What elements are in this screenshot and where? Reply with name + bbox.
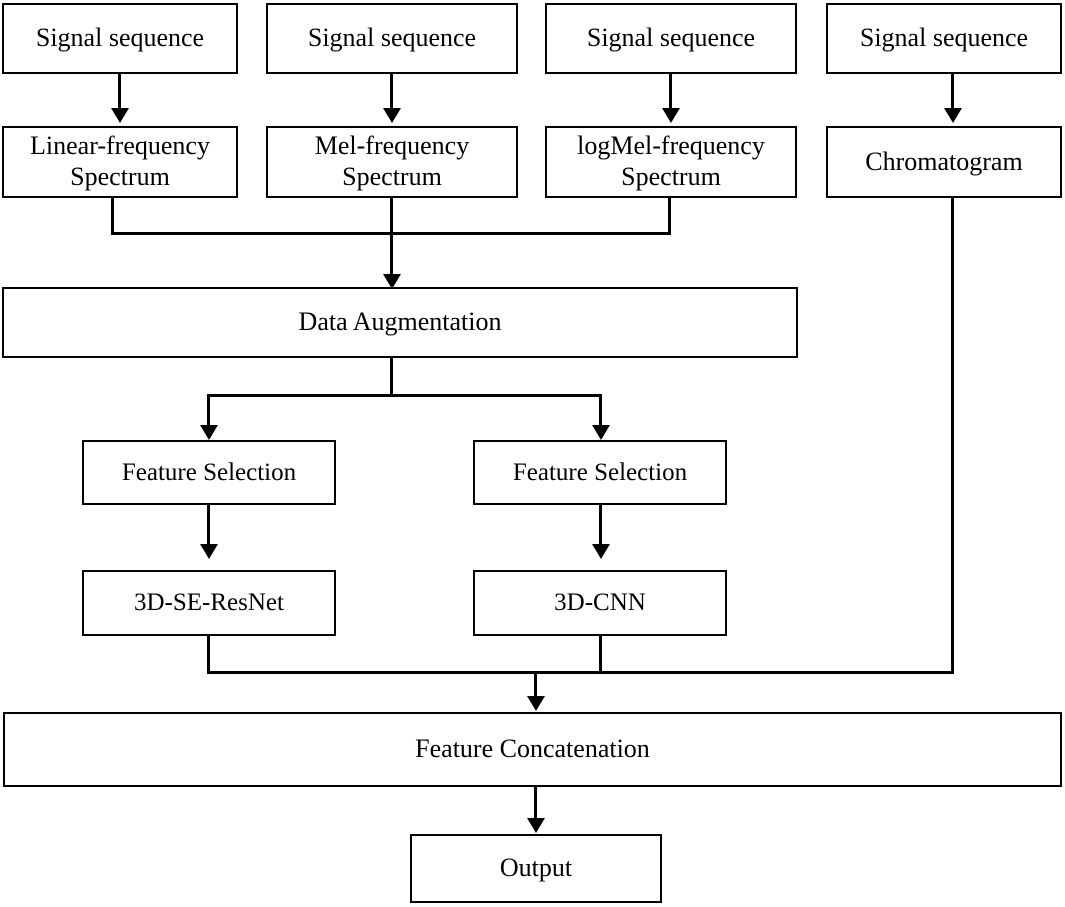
connector-chromatogram-bypass — [951, 198, 954, 674]
connector-signal1-to-linear — [118, 74, 121, 112]
arrowhead-merge-to-concatenation — [526, 696, 545, 711]
node-label: Linear-frequency Spectrum — [30, 131, 210, 191]
node-chromatogram: Chromatogram — [826, 126, 1062, 198]
arrowhead-signal4-to-chromatogram — [943, 108, 962, 123]
node-feature-selection-right: Feature Selection — [473, 440, 727, 505]
node-label: Feature Concatenation — [415, 734, 650, 764]
node-signal-sequence-4: Signal sequence — [826, 3, 1062, 74]
arrowhead-signal2-to-mel — [382, 108, 401, 123]
connector-split-right — [599, 394, 602, 432]
connector-signal4-to-chromatogram — [951, 74, 954, 112]
node-label: Signal sequence — [307, 23, 477, 53]
arrowhead-split-to-feature-selection-left — [199, 425, 218, 440]
connector-merge-to-concatenation — [534, 671, 537, 700]
node-label: Feature Selection — [121, 458, 297, 486]
node-label: 3D-CNN — [554, 589, 646, 617]
connector-mel-to-merge — [390, 198, 393, 234]
node-3d-cnn: 3D-CNN — [473, 570, 727, 636]
node-logmel-frequency-spectrum: logMel-frequency Spectrum — [545, 126, 797, 198]
node-label: Signal sequence — [586, 23, 756, 53]
connector-merge-to-augmentation — [390, 232, 393, 280]
node-mel-frequency-spectrum: Mel-frequency Spectrum — [266, 126, 518, 198]
node-label: Signal sequence — [859, 23, 1029, 53]
connector-logmel-drop — [668, 198, 671, 235]
merge-bar-features — [207, 671, 954, 674]
arrowhead-concatenation-to-output — [526, 818, 545, 833]
node-label: Signal sequence — [35, 23, 205, 53]
split-bar-augmentation — [207, 394, 602, 397]
arrowhead-feature-selection-left-to-resnet — [199, 544, 218, 559]
connector-split-left — [207, 394, 210, 432]
node-feature-selection-left: Feature Selection — [82, 440, 336, 505]
arrowhead-feature-selection-right-to-cnn — [591, 544, 610, 559]
arrowhead-signal3-to-logmel — [661, 108, 680, 123]
node-label: Output — [499, 853, 573, 883]
connector-signal2-to-mel — [390, 74, 393, 112]
connector-cnn-drop — [599, 636, 602, 674]
node-label: Chromatogram — [865, 146, 1023, 176]
node-output: Output — [410, 834, 662, 903]
node-linear-frequency-spectrum: Linear-frequency Spectrum — [2, 126, 238, 198]
node-label: logMel-frequency Spectrum — [577, 131, 765, 191]
node-label: 3D-SE-ResNet — [134, 589, 284, 617]
node-data-augmentation: Data Augmentation — [2, 287, 798, 358]
connector-linear-drop — [111, 198, 114, 235]
arrowhead-split-to-feature-selection-right — [591, 425, 610, 440]
connector-signal3-to-logmel — [669, 74, 672, 112]
node-signal-sequence-3: Signal sequence — [545, 3, 797, 74]
connector-feature-selection-right-to-cnn — [599, 505, 602, 551]
connector-augmentation-down — [390, 358, 393, 397]
arrowhead-merge-to-augmentation — [382, 274, 401, 289]
node-3d-se-resnet: 3D-SE-ResNet — [82, 570, 336, 636]
connector-feature-selection-left-to-resnet — [207, 505, 210, 551]
connector-resnet-drop — [207, 636, 210, 674]
arrowhead-signal1-to-linear — [110, 108, 129, 123]
node-feature-concatenation: Feature Concatenation — [3, 712, 1062, 787]
node-signal-sequence-1: Signal sequence — [2, 3, 238, 74]
node-label: Mel-frequency Spectrum — [314, 131, 470, 191]
connector-concatenation-to-output — [534, 787, 537, 823]
node-label: Feature Selection — [512, 458, 688, 486]
node-signal-sequence-2: Signal sequence — [266, 3, 518, 74]
node-label: Data Augmentation — [298, 307, 502, 337]
